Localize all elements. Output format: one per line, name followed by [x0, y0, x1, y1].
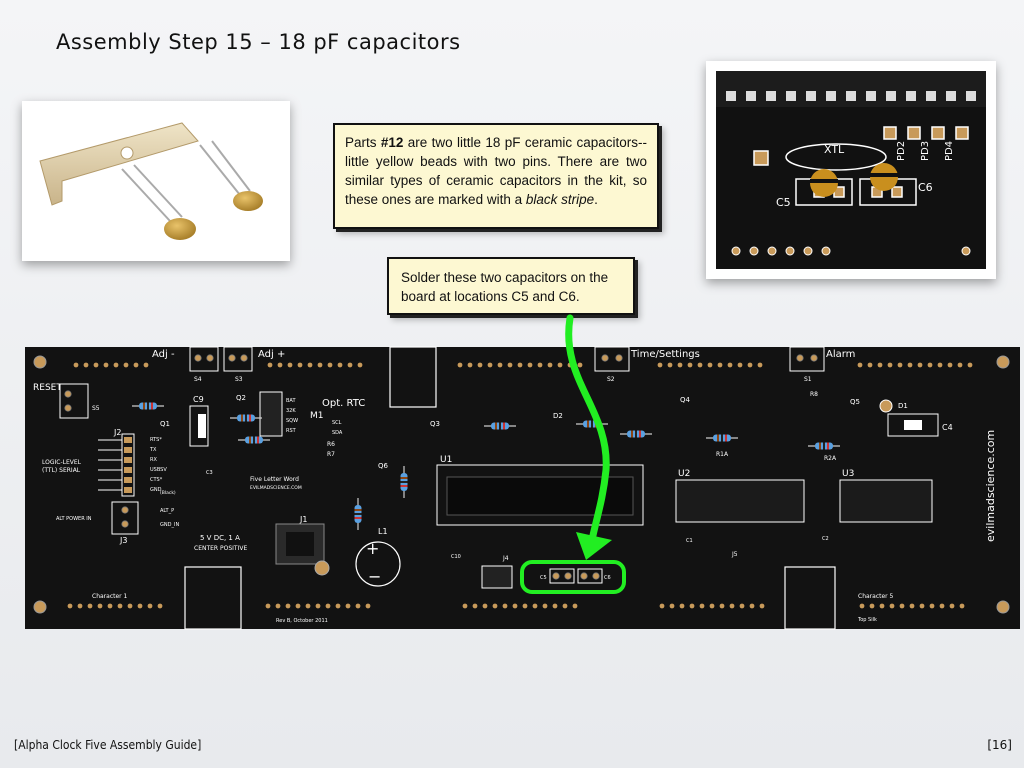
c5-c6-highlight — [520, 560, 626, 594]
label-j4: J4 — [502, 555, 509, 562]
parts-text-after: . — [594, 192, 598, 207]
label-r6: R6 — [327, 441, 335, 448]
label-j1: J1 — [299, 515, 307, 524]
label-c10: C10 — [451, 554, 461, 560]
label-q3: Q3 — [430, 420, 440, 428]
closeup-label-xtl: XTL — [824, 143, 845, 156]
label-top-silk: Top Silk — [857, 617, 877, 623]
label-s3: S3 — [235, 376, 243, 383]
label-alarm: Alarm — [826, 349, 855, 360]
label-pin-3: USBSV — [150, 467, 167, 473]
parts-emphasis: black stripe — [525, 192, 595, 207]
parts-callout: Parts #12 are two little 18 pF ceramic c… — [333, 123, 659, 229]
label-u1: U1 — [440, 455, 452, 465]
label-u2: U2 — [678, 469, 690, 479]
label-gnd-black: (Black) — [160, 490, 176, 496]
label-c2: C2 — [822, 536, 829, 542]
l1-minus-sign: − — [368, 567, 381, 586]
parts-callout-text: Parts #12 are two little 18 pF ceramic c… — [345, 133, 647, 209]
label-c1: C1 — [686, 538, 693, 544]
label-q4: Q4 — [680, 396, 691, 404]
label-site: evilmadscience.com — [984, 430, 997, 542]
capacitor-photo-image — [22, 101, 290, 261]
label-five-letter-word: Five Letter Word — [250, 476, 299, 483]
guide-footer: [Alpha Clock Five Assembly Guide] — [14, 738, 202, 752]
label-rtc-pin-0: BAT — [286, 398, 296, 404]
closeup-label-pd3: PD3 — [920, 141, 931, 161]
label-q1: Q1 — [160, 420, 170, 428]
label-character5: Character 5 — [858, 593, 894, 600]
label-q6: Q6 — [378, 462, 389, 470]
label-s2: S2 — [607, 376, 615, 383]
label-j3: J3 — [119, 536, 127, 545]
label-gnd-in: GND_IN — [160, 522, 179, 528]
label-j5: J5 — [731, 551, 738, 558]
closeup-label-c5: C5 — [776, 196, 791, 209]
label-u3: U3 — [842, 469, 854, 479]
label-q2: Q2 — [236, 394, 246, 402]
closeup-label-pd2: PD2 — [896, 141, 907, 161]
label-c3: C3 — [206, 470, 213, 476]
label-alt-power: ALT POWER IN — [56, 516, 92, 522]
label-rtc-pin-1: 32K — [286, 408, 296, 414]
label-r1a: R1A — [716, 451, 729, 458]
slide-title: Assembly Step 15 – 18 pF capacitors — [56, 30, 461, 54]
label-pin-5: GND — [150, 487, 162, 493]
label-rtc-pin-2: SQW — [286, 418, 298, 424]
label-l1: L1 — [378, 527, 388, 536]
label-center-positive: CENTER POSITIVE — [194, 545, 247, 552]
label-s5: S5 — [92, 405, 100, 412]
label-c4: C4 — [942, 423, 953, 432]
closeup-photo: XTL C5 C6 PD2 PD3 PD4 — [706, 61, 996, 279]
label-scl: SCL — [332, 420, 342, 426]
label-r8: R8 — [810, 391, 818, 398]
label-evilmad-small: EVILMADSCIENCE.COM — [250, 485, 302, 491]
label-c6: C6 — [604, 575, 611, 581]
label-alt-p: ALT_P — [160, 508, 174, 514]
label-pin-1: TX — [149, 447, 157, 453]
closeup-label-c6: C6 — [918, 181, 933, 194]
label-opt-rtc: Opt. RTC — [322, 398, 365, 409]
l1-plus-sign: + — [366, 539, 379, 558]
label-s4: S4 — [194, 376, 202, 383]
label-adj-plus: Adj + — [258, 349, 285, 360]
label-s1: S1 — [804, 376, 812, 383]
pcb-board: Adj - Adj + Time/Settings Alarm RESET S4… — [25, 346, 1020, 630]
label-pin-4: CTS* — [150, 477, 163, 483]
label-q5: Q5 — [850, 398, 860, 406]
label-d1: D1 — [898, 402, 908, 410]
solder-callout-text: Solder these two capacitors on the board… — [401, 270, 609, 304]
label-j2: J2 — [113, 428, 121, 437]
label-sda: SDA — [332, 430, 343, 436]
page-number: [16] — [987, 738, 1012, 752]
capacitor-photo — [22, 101, 290, 261]
label-rtc-pin-3: RST — [286, 428, 297, 434]
label-reset: RESET — [33, 383, 62, 393]
label-adj-minus: Adj - — [152, 349, 175, 360]
parts-text-middle: are two little 18 pF ceramic capacitors-… — [345, 135, 647, 207]
closeup-photo-image: XTL C5 C6 PD2 PD3 PD4 — [716, 71, 986, 269]
label-r2a: R2A — [824, 455, 837, 462]
label-character1: Character 1 — [92, 593, 128, 600]
label-ttl-serial: (TTL) SERIAL — [42, 467, 81, 474]
label-c5: C5 — [540, 575, 547, 581]
label-c9: C9 — [193, 395, 204, 404]
label-m1: M1 — [310, 411, 324, 421]
label-d2: D2 — [553, 412, 563, 420]
label-time-settings: Time/Settings — [630, 349, 700, 360]
parts-text-before: Parts — [345, 135, 381, 150]
label-power-spec: 5 V DC, 1 A — [200, 534, 240, 542]
label-rev: Rev B, October 2011 — [276, 618, 328, 624]
solder-callout: Solder these two capacitors on the board… — [387, 257, 635, 315]
label-pin-0: RTS* — [150, 437, 162, 443]
part-number: #12 — [380, 135, 404, 150]
label-pin-2: RX — [150, 457, 157, 463]
label-logic-level: LOGIC-LEVEL — [42, 459, 82, 466]
closeup-label-pd4: PD4 — [944, 141, 955, 161]
label-r7: R7 — [327, 451, 335, 458]
